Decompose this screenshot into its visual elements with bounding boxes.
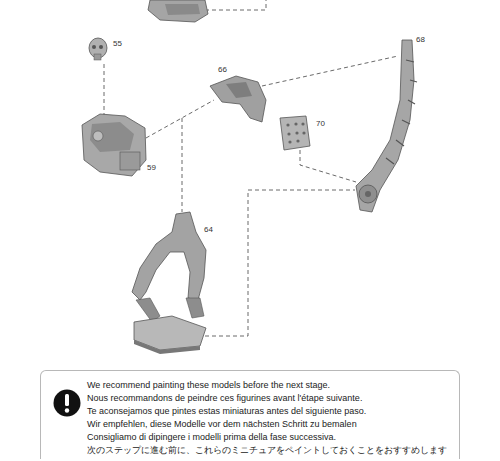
warning-icon xyxy=(53,389,81,417)
notice-text: Consigliamo di dipingere i modelli prima… xyxy=(87,431,451,444)
notice-panel: We recommend painting these models befor… xyxy=(40,370,460,459)
part-partial xyxy=(148,0,208,22)
part-68 xyxy=(356,40,417,212)
part-64-legs xyxy=(132,212,206,354)
callout-number: 70 xyxy=(316,120,325,128)
assembly-guides xyxy=(104,0,398,336)
callout-number: 59 xyxy=(147,164,156,172)
part-70 xyxy=(280,116,310,150)
callout-number: 64 xyxy=(204,226,213,234)
callout-number: 55 xyxy=(113,40,122,48)
part-59-torso xyxy=(82,114,146,176)
callout-number: 68 xyxy=(416,36,425,44)
part-66 xyxy=(210,76,266,122)
notice-text: We recommend painting these models befor… xyxy=(87,379,451,392)
notice-text: Nous recommandons de peindre ces figurin… xyxy=(87,392,451,405)
notice-text: 次のステップに進む前に、これらのミニチュアをペイントしておくことをおすすめします xyxy=(87,444,451,457)
notice-text: Te aconsejamos que pintes estas miniatur… xyxy=(87,405,451,418)
notice-text: Wir empfehlen, diese Modelle vor dem näc… xyxy=(87,418,451,431)
part-55-head xyxy=(89,38,107,60)
callout-number: 66 xyxy=(218,66,227,74)
